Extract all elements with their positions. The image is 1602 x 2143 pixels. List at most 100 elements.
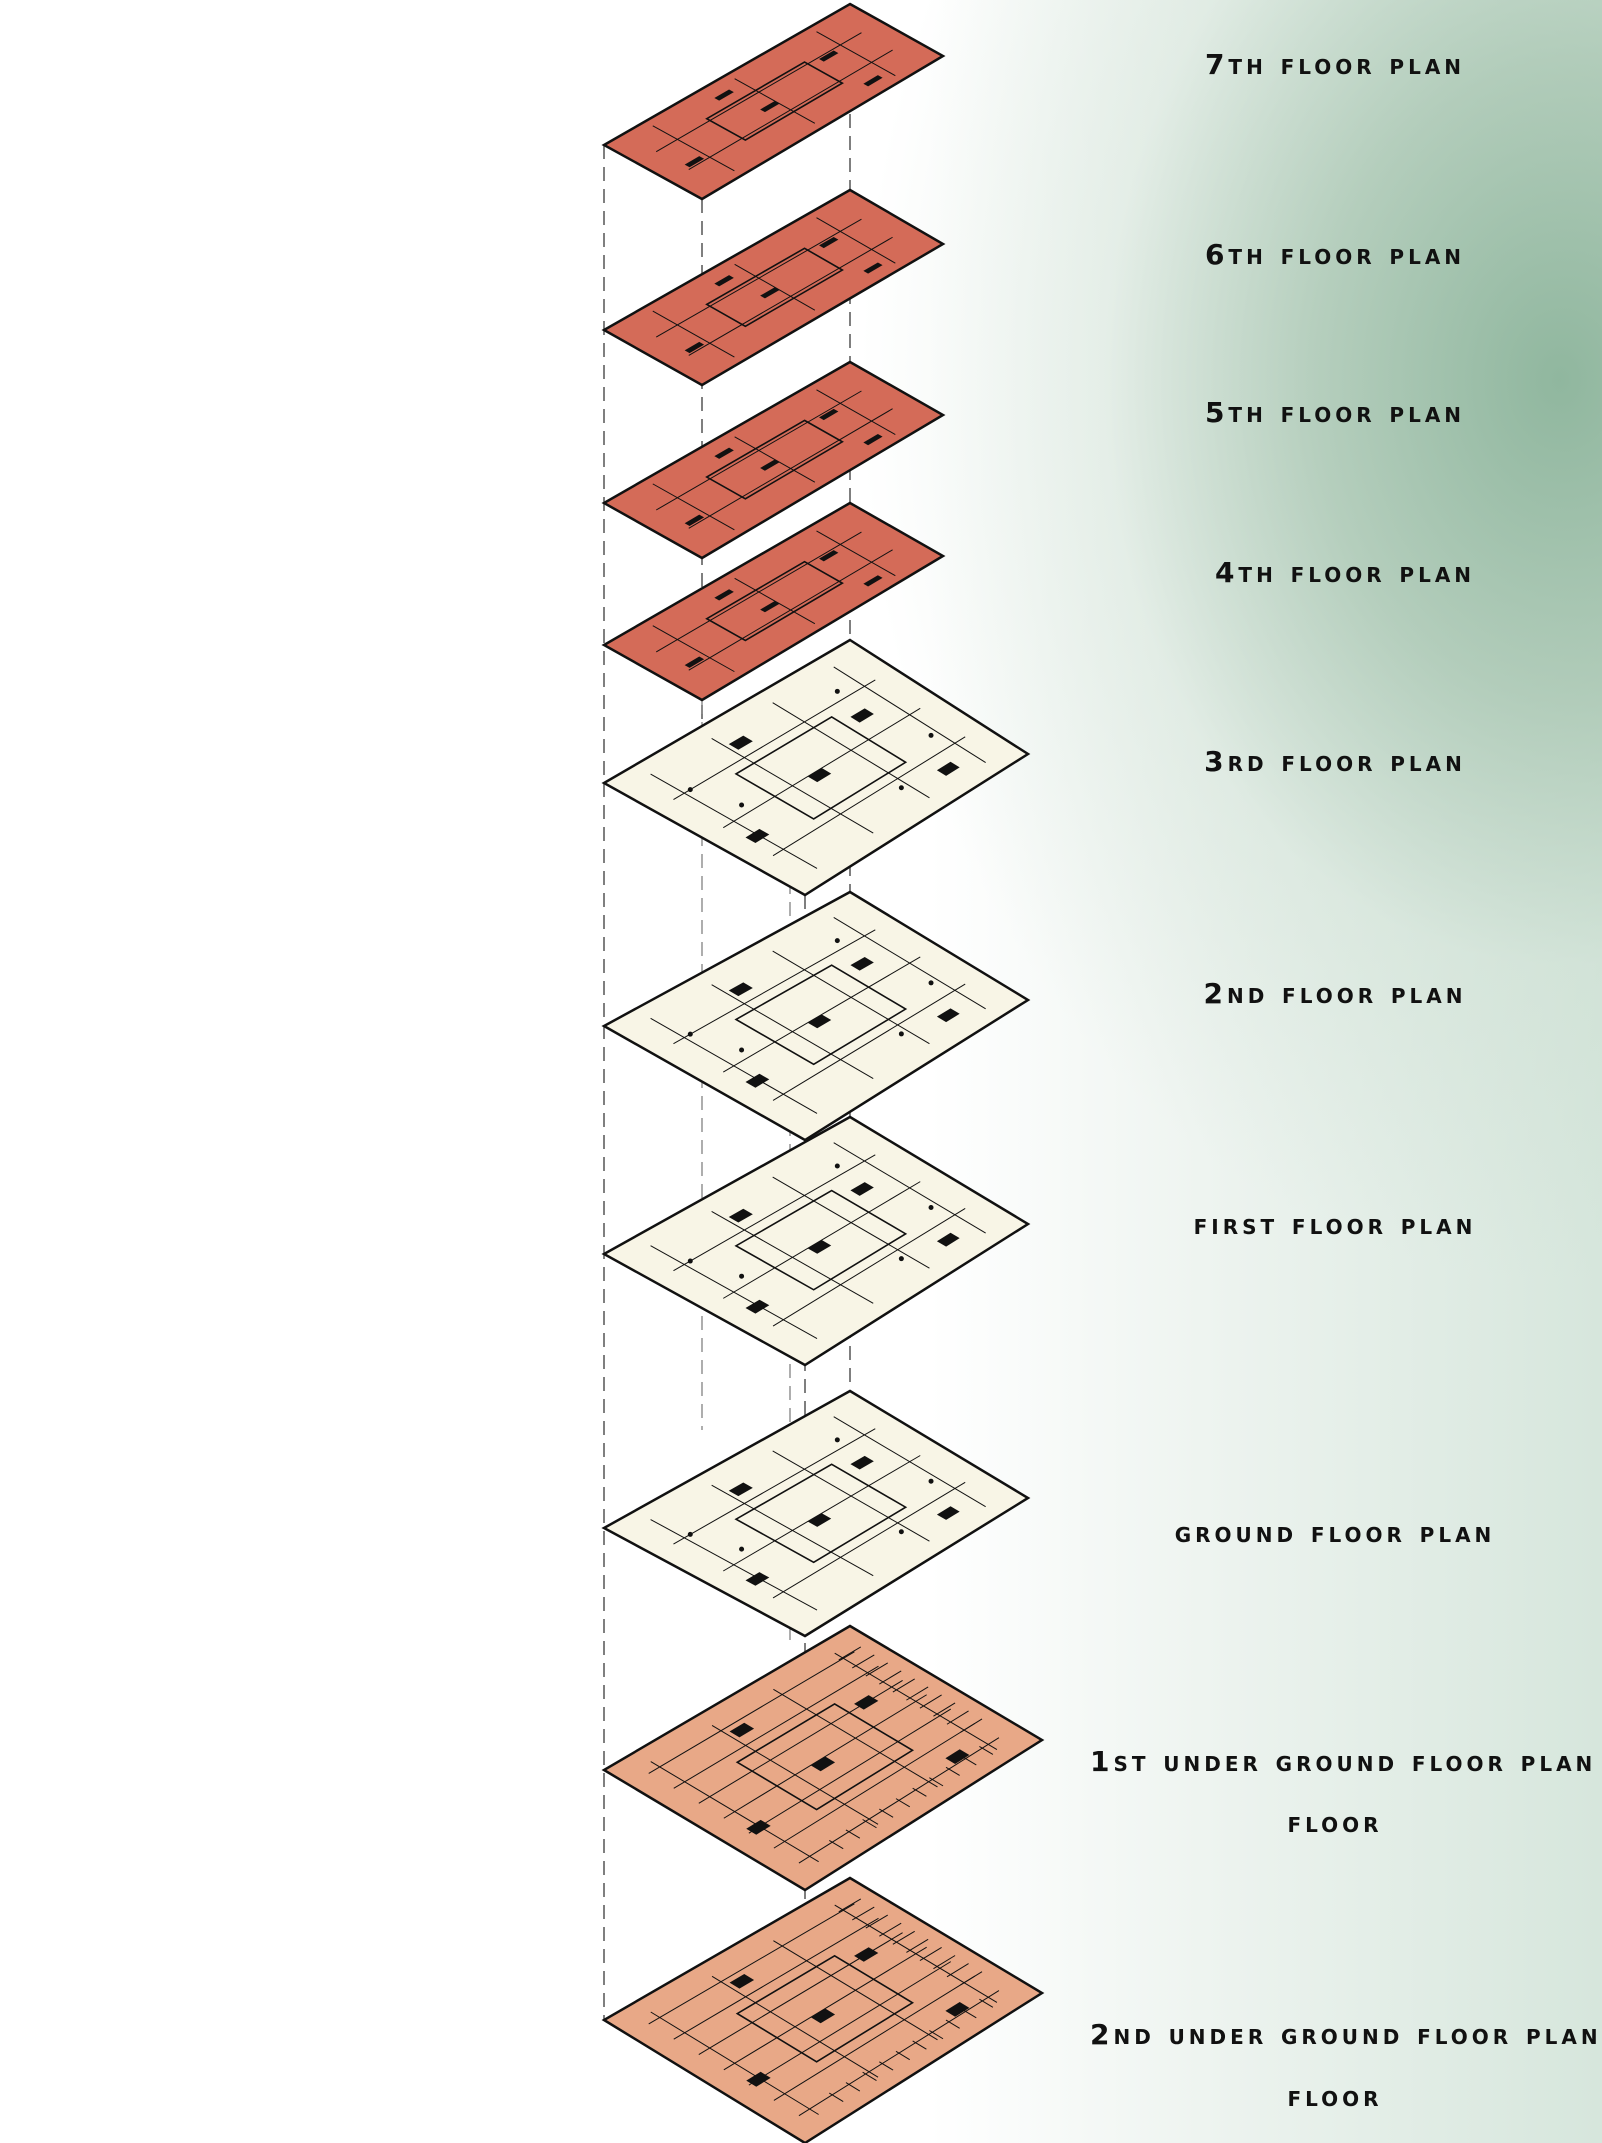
column-dot [834, 1163, 840, 1169]
stair-block [810, 1756, 836, 1772]
parking-stall [962, 2009, 977, 2019]
column-dot [687, 787, 693, 793]
stair-block [850, 708, 874, 723]
stair-block [863, 75, 883, 87]
parking-stall [892, 1930, 915, 1945]
stair-block [760, 287, 780, 299]
stair-block [684, 656, 705, 668]
plan-core [734, 1189, 908, 1291]
stair-block [684, 156, 705, 168]
plan-wall [688, 49, 893, 171]
parking-stall [929, 2030, 944, 2040]
stair-block [936, 1506, 960, 1520]
plan-wall [711, 1210, 874, 1304]
plan-wall [650, 773, 818, 869]
column-dot [739, 802, 745, 808]
parking-stall [960, 1971, 983, 1986]
parking-stall [879, 2061, 894, 2071]
plan-wall [688, 549, 893, 671]
slab-outline [601, 1389, 1031, 1638]
plan-wall [816, 31, 896, 77]
parking-stall [906, 1686, 929, 1701]
stair-block [745, 1073, 770, 1088]
plan-wall [652, 310, 735, 358]
plan-wall [648, 1903, 855, 2025]
stair-block [745, 1299, 770, 1314]
column-dot [739, 1047, 745, 1053]
floor-slab [601, 501, 946, 702]
parking-stall [933, 1955, 956, 1970]
stair-block [807, 1240, 832, 1254]
stair-block [945, 1749, 970, 1764]
plan-wall [711, 737, 874, 834]
plan-wall [772, 736, 966, 857]
stair-block [850, 1182, 874, 1196]
parking-stall [912, 2040, 927, 2050]
stair-block [746, 2071, 771, 2087]
plan-wall [673, 1154, 876, 1272]
stair-block [760, 601, 780, 613]
parking-stall [829, 1839, 844, 1850]
stair-block [746, 1819, 771, 1835]
stair-block [684, 514, 705, 526]
plan-wall [652, 625, 735, 673]
plan-wall [652, 483, 735, 531]
parking-stall [879, 1808, 894, 1818]
label-1st-underground-floor-sub: floor [1287, 1806, 1383, 1839]
column-dot [739, 1273, 745, 1279]
plan-wall [650, 1017, 818, 1114]
stair-block [714, 447, 734, 459]
stair-block [728, 982, 753, 997]
parking-stall [946, 1710, 969, 1725]
parking-stall [865, 1662, 888, 1677]
stair-block [854, 1947, 879, 1962]
stair-block [714, 275, 734, 287]
parking-stall [919, 1946, 942, 1962]
stair-block [684, 341, 705, 354]
parking-stall [862, 2071, 877, 2082]
floor-slab [601, 1115, 1031, 1367]
plan-wall [652, 125, 735, 172]
column-dot [928, 1204, 934, 1210]
column-dot [687, 1031, 693, 1037]
plan-wall [711, 1484, 874, 1577]
label-5th-floor: 5th floor plan [1204, 396, 1466, 429]
floor-slab [601, 188, 946, 387]
plan-wall [772, 1481, 966, 1599]
parking-stall [895, 1798, 911, 1808]
stair-block [714, 89, 734, 101]
slab-outline [601, 638, 1031, 897]
stair-block [863, 433, 883, 446]
label-6th-floor: 6th floor plan [1204, 238, 1466, 271]
plan-wall [816, 530, 896, 577]
stair-block [807, 1014, 832, 1029]
stair-block [850, 1455, 874, 1470]
plan-wall [650, 1245, 818, 1339]
label-4th-floor: 4th floor plan [1214, 556, 1476, 589]
parking-stall [979, 1998, 994, 2008]
column-dot [898, 785, 904, 791]
slab-outline [601, 2, 946, 201]
label-ground-floor: ground floor plan [1174, 1516, 1496, 1549]
plan-wall [816, 389, 896, 436]
stair-block [807, 768, 832, 783]
plan-wall [748, 1708, 952, 1834]
plan-wall [650, 2011, 819, 2115]
plan-core [705, 560, 844, 642]
plan-core [735, 1703, 915, 1811]
column-dot [898, 1256, 904, 1262]
plan-wall [673, 679, 876, 801]
parking-stall [862, 1819, 877, 1829]
parking-stall [945, 1766, 960, 1776]
plan-wall [772, 983, 966, 1101]
plan-wall [816, 217, 896, 264]
plan-core [734, 715, 908, 820]
parking-stall [838, 1898, 862, 1913]
plan-wall [650, 1761, 819, 1863]
plan-core [734, 1463, 908, 1564]
plan-wall [773, 1975, 976, 2101]
parking-stall [933, 1702, 956, 1717]
slab-outline [601, 1115, 1031, 1367]
column-dot [834, 1437, 840, 1443]
